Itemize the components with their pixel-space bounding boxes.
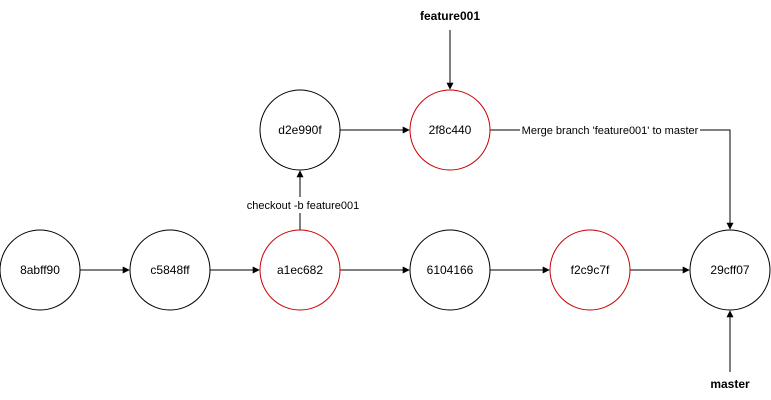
commit-id: d2e990f xyxy=(278,123,322,137)
commit-node-d2e990f[interactable]: d2e990f xyxy=(259,89,341,171)
commit-circle xyxy=(0,229,81,311)
branch-labels: feature001 master xyxy=(420,9,750,391)
edges xyxy=(80,30,734,372)
commit-circle xyxy=(409,89,491,171)
commit-node-29cff07[interactable]: 29cff07 xyxy=(689,229,771,311)
commit-id: c5848ff xyxy=(150,263,190,277)
commit-node-6104166[interactable]: 6104166 xyxy=(409,229,491,311)
commit-node-a1ec682[interactable]: a1ec682 xyxy=(259,229,341,311)
commit-circle xyxy=(549,229,631,311)
commit-circle xyxy=(259,89,341,171)
branch-label-master: master xyxy=(710,377,750,391)
commit-id: 2f8c440 xyxy=(429,123,472,137)
edge-labels: checkout -b feature001 Merge branch 'fea… xyxy=(244,122,700,213)
commit-id: f2c9c7f xyxy=(571,263,610,277)
commit-id: a1ec682 xyxy=(277,263,323,277)
merge-label-bg xyxy=(520,122,700,138)
commit-id: 6104166 xyxy=(427,263,474,277)
branch-label-feature001: feature001 xyxy=(420,9,480,23)
commit-id: 29cff07 xyxy=(710,263,749,277)
commit-id: 8abff90 xyxy=(20,263,60,277)
commit-circle xyxy=(409,229,491,311)
edge-2f8c440-29cff07-merge xyxy=(490,129,734,230)
checkout-label: checkout -b feature001 xyxy=(247,200,360,212)
commit-node-2f8c440[interactable]: 2f8c440 xyxy=(409,89,491,171)
commit-node-8abff90[interactable]: 8abff90 xyxy=(0,229,81,311)
commit-circle xyxy=(259,229,341,311)
commit-node-f2c9c7f[interactable]: f2c9c7f xyxy=(549,229,631,311)
commit-circle xyxy=(129,229,211,311)
commit-circle xyxy=(689,229,771,311)
checkout-label-bg xyxy=(244,197,362,213)
merge-label: Merge branch 'feature001' to master xyxy=(522,125,699,137)
commit-nodes: 8abff90 c5848ff a1ec682 6104166 f2c9c7f … xyxy=(0,89,771,311)
commit-node-c5848ff[interactable]: c5848ff xyxy=(129,229,211,311)
